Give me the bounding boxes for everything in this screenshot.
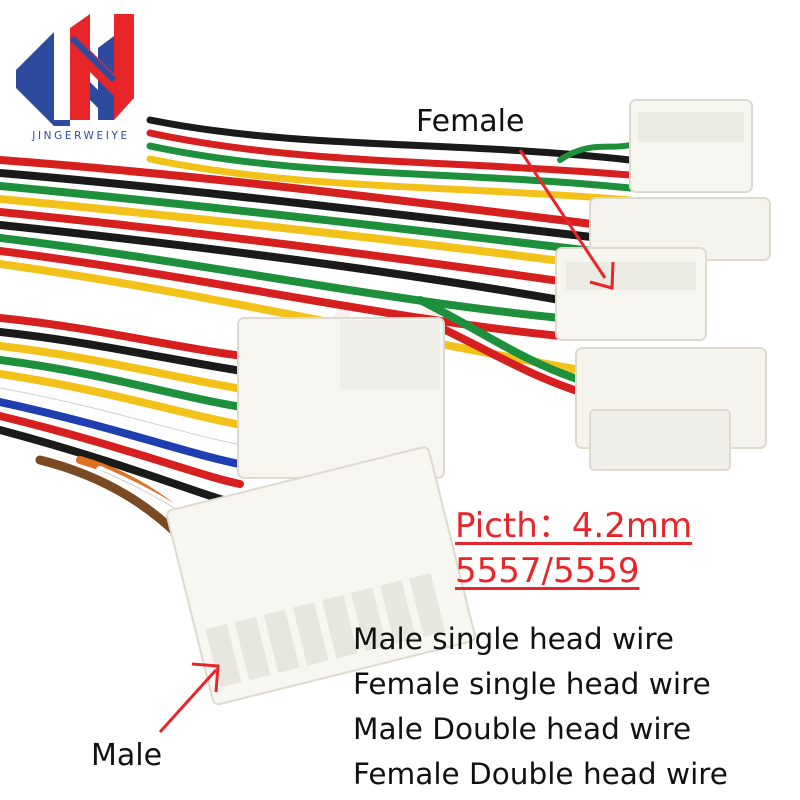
female-arrow-icon: [518, 149, 615, 290]
pitch-spec: Picth：4.2mm: [455, 506, 693, 546]
wire-type-item: Female Double head wire: [353, 757, 728, 791]
wire-type-item: Female single head wire: [353, 667, 711, 701]
top-wire-bundle: [0, 116, 634, 396]
male-arrow-icon: [158, 662, 220, 734]
female-label: Female: [416, 104, 525, 139]
brand-logo: JINGERWEIYE: [10, 8, 152, 156]
female-connector-middle: [555, 247, 707, 341]
wire-type-item: Male Double head wire: [353, 712, 692, 746]
brand-logo-text: JINGERWEIYE: [32, 130, 130, 142]
male-label: Male: [91, 738, 163, 773]
model-spec: 5557/5559: [455, 551, 640, 591]
brand-logo-icon: [16, 14, 134, 126]
female-connector-top: [589, 99, 771, 261]
wire-type-list: Male single head wire Female single head…: [353, 617, 728, 797]
male-connector: [166, 446, 476, 706]
wire-type-item: Male single head wire: [353, 622, 674, 656]
female-connector-lower: [237, 317, 445, 479]
female-connector-bottom: [575, 347, 767, 471]
